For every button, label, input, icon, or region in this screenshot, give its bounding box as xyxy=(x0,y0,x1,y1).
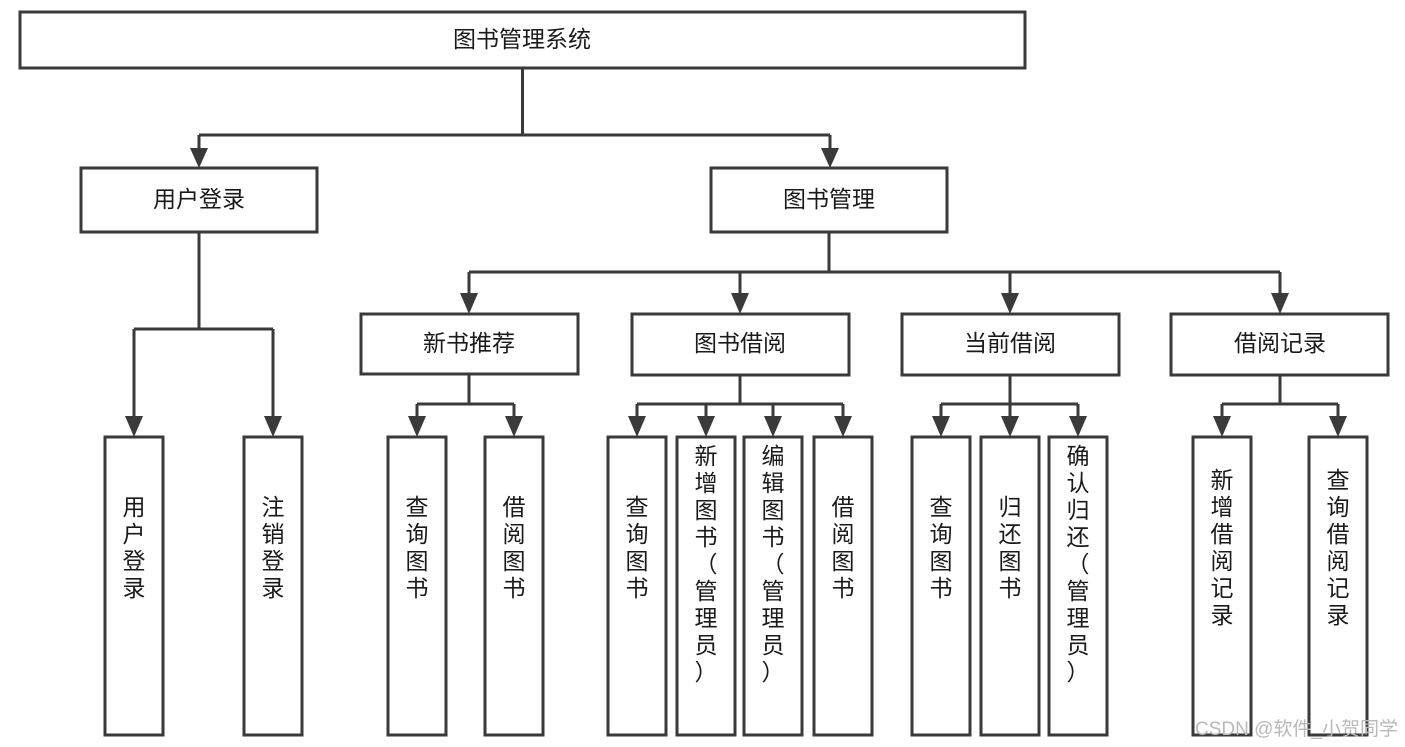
node-leaf-edit-book-box[interactable] xyxy=(742,435,804,737)
node-leaf-return-book-box[interactable] xyxy=(979,435,1041,737)
node-leaf-user-login-label: 用户登录 xyxy=(123,494,146,601)
node-book-manage[interactable]: 图书管理 xyxy=(709,166,949,234)
arrow-head-leaf-borrow-book-2 xyxy=(834,416,852,437)
node-leaf-query-book-2-label: 查询图书 xyxy=(626,494,649,601)
node-leaf-query-book-2-box[interactable] xyxy=(606,435,668,737)
node-leaf-query-record-label: 查询借阅记录 xyxy=(1327,467,1350,628)
node-book-manage-box[interactable] xyxy=(709,166,949,234)
node-leaf-query-book-1-label: 查询图书 xyxy=(406,494,429,601)
node-new-book-rec-label: 新书推荐 xyxy=(423,330,515,356)
node-leaf-confirm-return[interactable]: 确认归还（管理员） xyxy=(1047,435,1109,737)
node-book-borrow[interactable]: 图书借阅 xyxy=(630,312,851,377)
node-leaf-confirm-return-box[interactable] xyxy=(1047,435,1109,737)
node-current-borrow[interactable]: 当前借阅 xyxy=(900,312,1121,377)
node-leaf-add-record-box[interactable] xyxy=(1191,435,1253,737)
node-leaf-add-book[interactable]: 新增图书（管理员） xyxy=(675,435,737,737)
node-leaf-query-book-1-box[interactable] xyxy=(386,435,448,737)
node-borrow-record-label: 借阅记录 xyxy=(1234,330,1326,356)
node-leaf-query-book-3[interactable]: 查询图书 xyxy=(910,435,972,737)
node-leaf-add-book-box[interactable] xyxy=(675,435,737,737)
node-leaf-return-book[interactable]: 归还图书 xyxy=(979,435,1041,737)
node-book-borrow-label: 图书借阅 xyxy=(694,330,786,356)
node-leaf-return-book-label: 归还图书 xyxy=(999,494,1022,601)
arrow-head-leaf-user-logout xyxy=(264,416,282,437)
arrow-head-leaf-query-book-3 xyxy=(932,416,950,437)
arrow-head-leaf-query-book-1 xyxy=(408,416,426,437)
node-leaf-query-book-2[interactable]: 查询图书 xyxy=(606,435,668,737)
node-leaf-borrow-book-1-box[interactable] xyxy=(483,435,545,737)
arrow-head-new-book-rec xyxy=(460,293,478,314)
node-leaf-user-logout-box[interactable] xyxy=(242,435,304,737)
node-leaf-user-login[interactable]: 用户登录 xyxy=(103,435,165,737)
node-borrow-record-box[interactable] xyxy=(1169,312,1390,377)
node-current-borrow-label: 当前借阅 xyxy=(964,330,1056,356)
node-leaf-edit-book[interactable]: 编辑图书（管理员） xyxy=(742,435,804,737)
node-user-login[interactable]: 用户登录 xyxy=(79,166,319,234)
node-leaf-query-book-3-label: 查询图书 xyxy=(930,494,953,601)
node-leaf-borrow-book-2-label: 借阅图书 xyxy=(832,494,855,601)
node-root[interactable]: 图书管理系统 xyxy=(18,10,1027,70)
node-root-label: 图书管理系统 xyxy=(453,26,591,52)
node-leaf-add-record[interactable]: 新增借阅记录 xyxy=(1191,435,1253,737)
node-leaf-user-logout[interactable]: 注销登录 xyxy=(242,435,304,737)
node-leaf-query-record-box[interactable] xyxy=(1307,435,1369,737)
node-user-login-label: 用户登录 xyxy=(153,186,245,212)
node-leaf-add-book-label: 新增图书（管理员） xyxy=(695,443,718,685)
node-leaf-user-logout-label: 注销登录 xyxy=(262,494,285,601)
node-leaf-borrow-book-2[interactable]: 借阅图书 xyxy=(812,435,874,737)
node-leaf-user-login-box[interactable] xyxy=(103,435,165,737)
csdn-watermark: CSDN @软件_小贺同学 xyxy=(1195,718,1398,740)
node-root-box[interactable] xyxy=(18,10,1027,70)
arrow-head-leaf-return-book xyxy=(1001,416,1019,437)
node-book-borrow-box[interactable] xyxy=(630,312,851,377)
connector-layer xyxy=(125,68,1347,437)
arrow-head-leaf-query-record xyxy=(1329,416,1347,437)
node-leaf-borrow-book-2-box[interactable] xyxy=(812,435,874,737)
node-current-borrow-box[interactable] xyxy=(900,312,1121,377)
node-new-book-rec-box[interactable] xyxy=(359,312,580,376)
node-leaf-query-book-1[interactable]: 查询图书 xyxy=(386,435,448,737)
node-leaf-borrow-book-1[interactable]: 借阅图书 xyxy=(483,435,545,737)
node-leaf-query-record[interactable]: 查询借阅记录 xyxy=(1307,435,1369,737)
arrow-head-current-borrow xyxy=(1001,293,1019,314)
node-leaf-query-book-3-box[interactable] xyxy=(910,435,972,737)
node-user-login-box[interactable] xyxy=(79,166,319,234)
arrow-head-leaf-query-book-2 xyxy=(628,416,646,437)
arrow-head-leaf-confirm-return xyxy=(1069,416,1087,437)
arrow-head-leaf-borrow-book-1 xyxy=(505,416,523,437)
arrow-head-book-borrow xyxy=(731,293,749,314)
node-leaf-add-record-label: 新增借阅记录 xyxy=(1211,467,1234,628)
node-borrow-record[interactable]: 借阅记录 xyxy=(1169,312,1390,377)
node-leaf-edit-book-label: 编辑图书（管理员） xyxy=(762,443,785,685)
arrow-head-leaf-add-record xyxy=(1213,416,1231,437)
node-new-book-rec[interactable]: 新书推荐 xyxy=(359,312,580,376)
node-leaf-borrow-book-1-label: 借阅图书 xyxy=(503,494,526,601)
arrow-head-leaf-edit-book xyxy=(764,416,782,437)
node-leaf-confirm-return-label: 确认归还（管理员） xyxy=(1067,443,1090,685)
arrow-head-book-manage xyxy=(821,148,839,168)
arrow-head-leaf-user-login xyxy=(125,416,143,437)
arrow-head-user-login xyxy=(190,148,208,168)
arrow-head-leaf-add-book xyxy=(697,416,715,437)
arrow-head-borrow-record xyxy=(1271,293,1289,314)
node-book-manage-label: 图书管理 xyxy=(783,186,875,212)
